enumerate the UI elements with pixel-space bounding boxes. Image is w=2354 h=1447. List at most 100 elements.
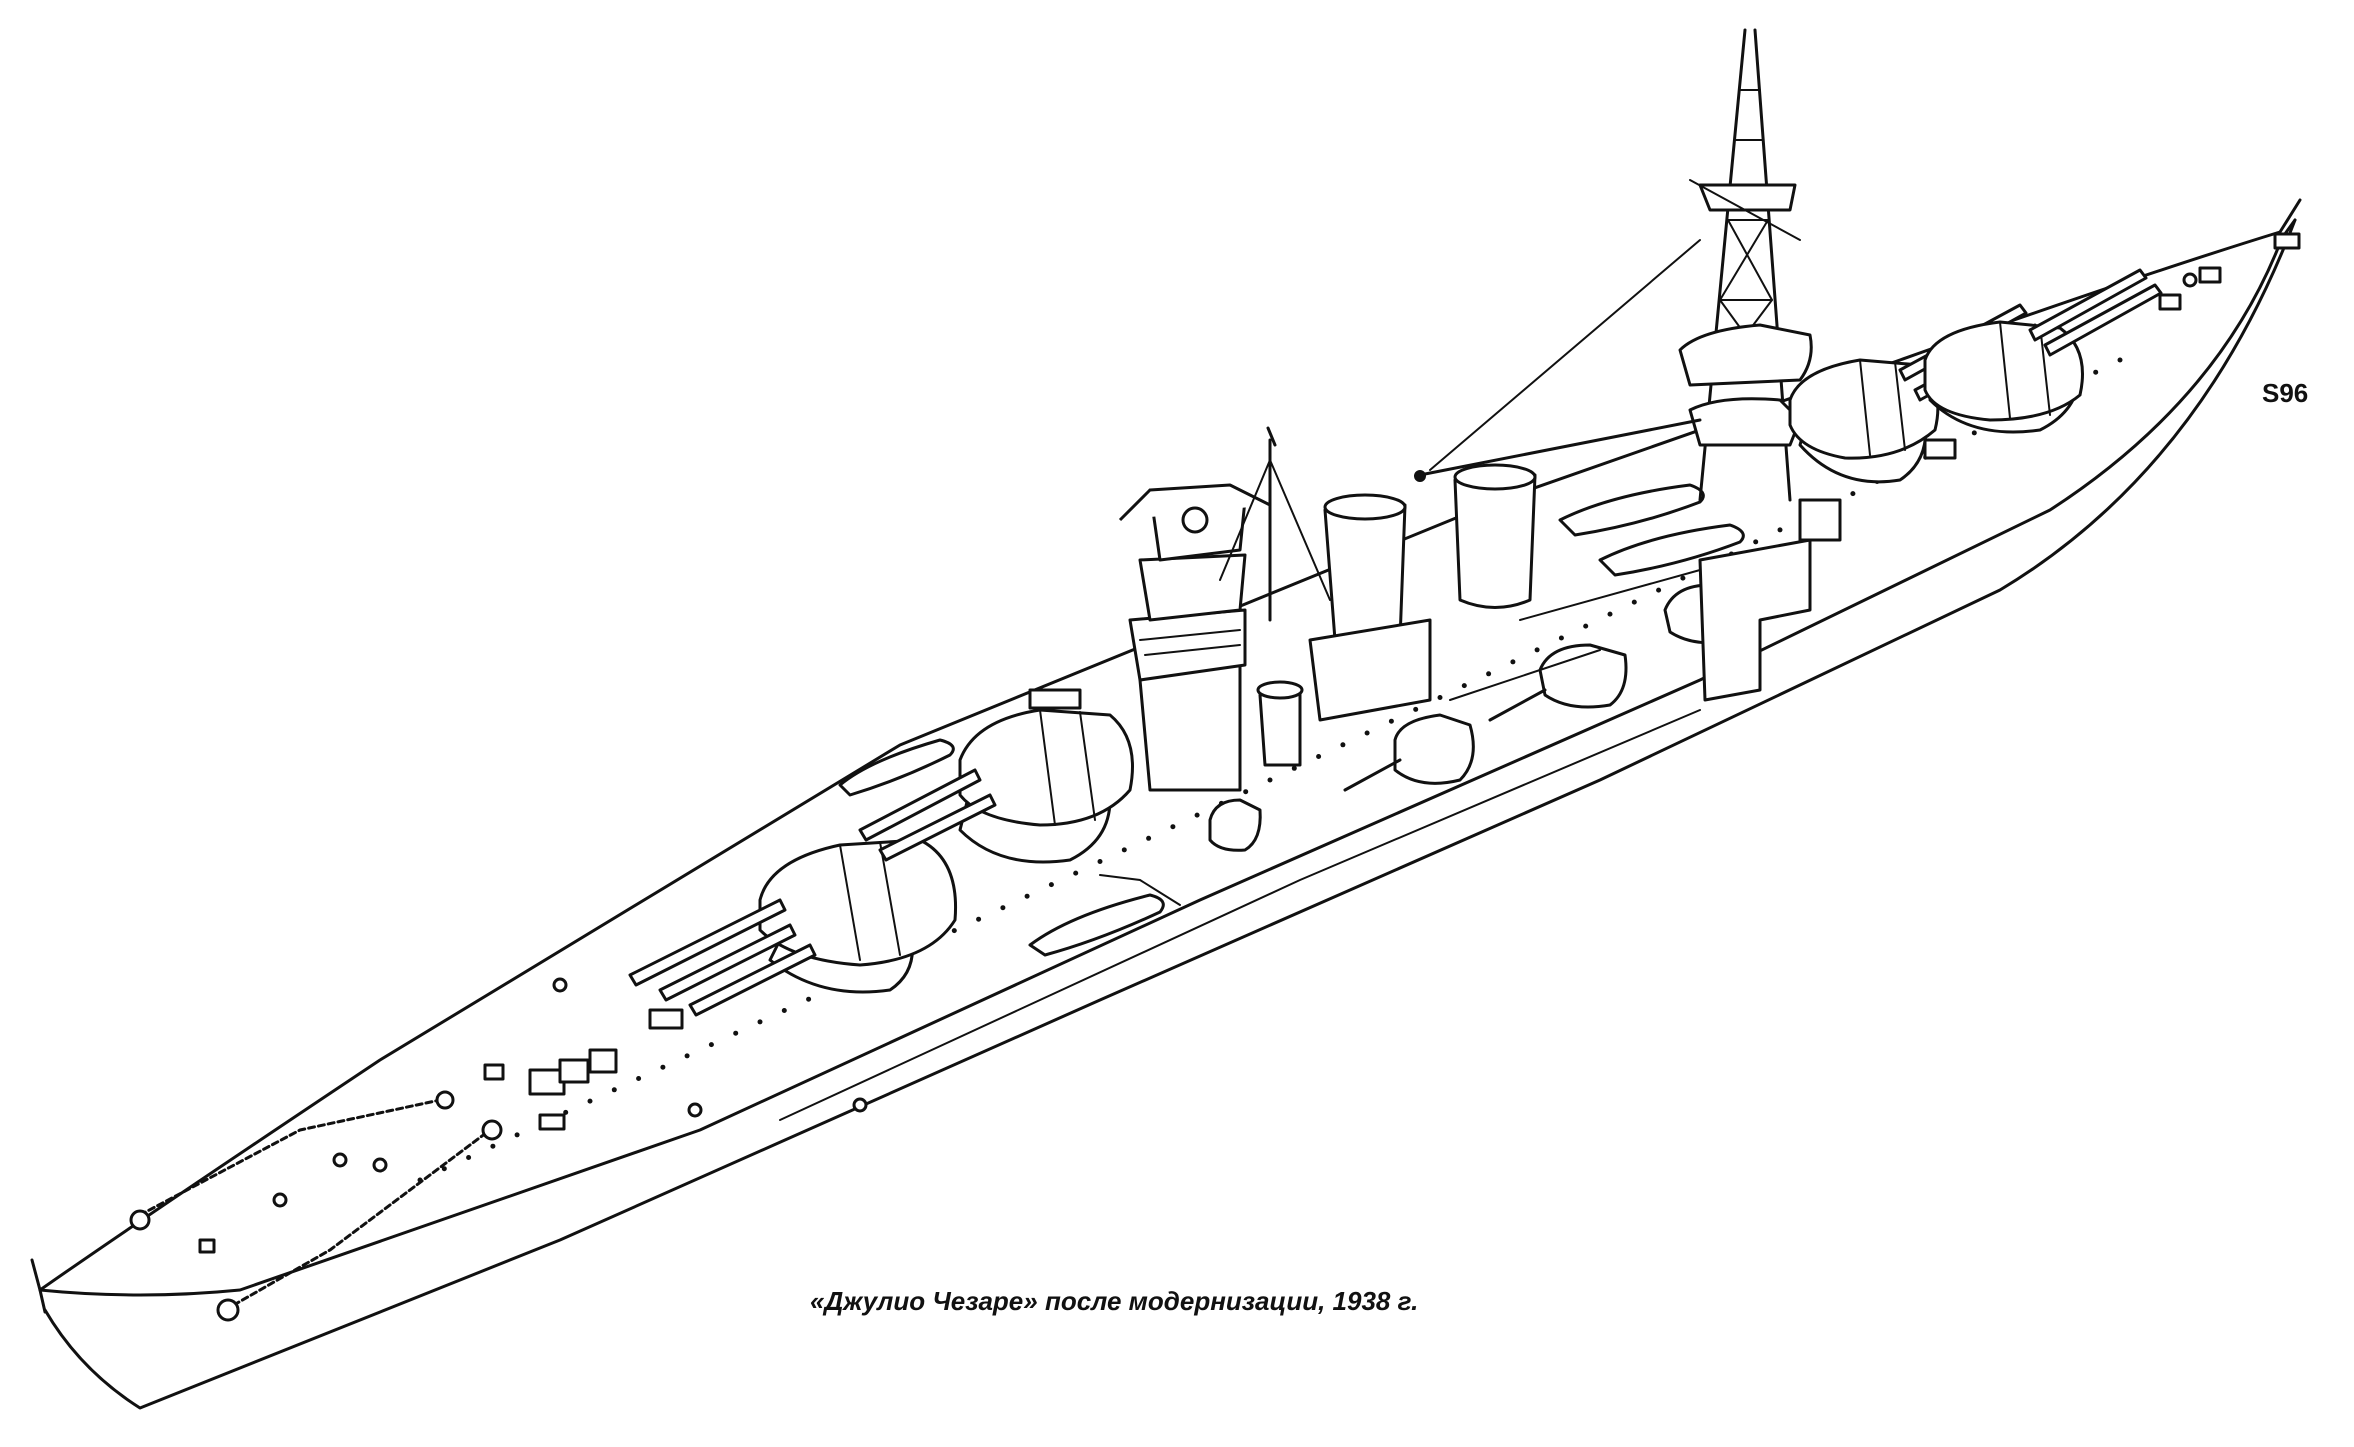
bollard-4 [552, 977, 568, 993]
turret-a-gun-3 [688, 943, 817, 1017]
porthole [2117, 357, 2123, 363]
porthole [1024, 893, 1030, 899]
bridge-windows [1139, 629, 1241, 656]
porthole [1850, 491, 1856, 497]
turret-b-housing [958, 708, 1134, 827]
deck-fittings [198, 232, 2301, 1254]
anchor-chain-port [138, 1098, 442, 1217]
porthole [1753, 539, 1759, 545]
aft-deckhouses [1449, 498, 1842, 702]
porthole [1048, 882, 1054, 888]
turret-b-gun-1 [858, 768, 982, 842]
windlass-starboard [481, 1119, 503, 1141]
turret-a-gun-1 [628, 898, 787, 987]
porthole [1000, 905, 1006, 911]
figure-caption: «Джулио Чезаре» после модернизации, 1938… [810, 1286, 1419, 1316]
bollard-1 [332, 1152, 348, 1168]
mainmast-platform-lower [1678, 323, 1813, 387]
porthole [1583, 623, 1589, 629]
porthole [708, 1042, 714, 1048]
aft-deckhouse [1698, 538, 1812, 702]
porthole [1631, 599, 1637, 605]
mainmast [1414, 28, 1813, 502]
porthole [1170, 824, 1176, 830]
anchor-chains [129, 1090, 503, 1322]
hull-deck-edge-near [38, 236, 2284, 1297]
stern-hatch-1 [2158, 293, 2182, 311]
stern-hatch-2 [2198, 266, 2222, 284]
bow-stem [30, 1258, 47, 1314]
funnel-casing [1308, 618, 1432, 722]
anchor-chain-starboard [223, 1128, 492, 1312]
turret-b-detail [1039, 709, 1096, 826]
deck-hatch-5 [538, 1113, 566, 1131]
mainmast-control-top [1688, 397, 1802, 447]
crane-boom [1418, 418, 1702, 477]
porthole [490, 1143, 496, 1149]
bollard-5 [687, 1102, 703, 1118]
turret-d [1923, 268, 2163, 434]
porthole [781, 1008, 787, 1013]
bollard-7 [2182, 272, 2198, 288]
mainmast-platform-upper [1698, 183, 1797, 212]
porthole [976, 916, 982, 922]
funnels [1256, 463, 1537, 767]
turret-b-rangefinder [1028, 688, 1082, 710]
porthole [684, 1053, 690, 1059]
hawse-pipe-starboard [216, 1298, 240, 1322]
crane-boom-tip [1414, 470, 1426, 482]
porthole [1267, 777, 1273, 783]
porthole [1364, 730, 1370, 736]
porthole [1558, 635, 1564, 641]
turret-d-gun-2 [2043, 283, 2163, 357]
porthole [1194, 812, 1200, 818]
secondary-turret-4 [1208, 798, 1262, 852]
turret-a [628, 838, 958, 1017]
secondary-mount-1 [1258, 688, 1302, 767]
porthole [1243, 789, 1249, 795]
porthole [1607, 611, 1613, 617]
secondary-mount-1-top [1256, 680, 1304, 700]
porthole [1388, 718, 1394, 724]
porthole [1413, 706, 1419, 712]
foremast-rigging [1219, 459, 1331, 601]
hawse-pipe-port [129, 1209, 151, 1231]
deck-hatch-3 [588, 1048, 618, 1074]
secondary-turret-2-gun [1488, 688, 1547, 722]
boat-midships-2 [1598, 523, 1745, 577]
bridge-level-2 [1138, 553, 1247, 622]
turret-c-detail [1859, 359, 1906, 456]
stern-hatch-3 [2273, 232, 2301, 250]
stern-hatch-4 [1923, 438, 1957, 460]
artist-signature: S96 [2262, 378, 2309, 408]
porthole [1534, 647, 1540, 653]
porthole [1461, 683, 1467, 689]
funnel-forward-cap [1323, 493, 1407, 521]
porthole [951, 928, 957, 934]
turret-d-detail [1999, 321, 2051, 419]
deck-hatch-6 [648, 1008, 684, 1030]
porthole [1097, 859, 1103, 864]
funnel-aft-cap [1453, 463, 1537, 491]
secondary-turret-2 [1538, 643, 1628, 709]
porthole [1971, 430, 1977, 436]
porthole [1437, 695, 1443, 700]
porthole [514, 1132, 520, 1138]
porthole [636, 1076, 642, 1081]
bollard-6 [852, 1097, 868, 1113]
porthole [757, 1019, 763, 1025]
porthole [1073, 870, 1079, 876]
porthole [1316, 754, 1322, 759]
aft-director [1798, 498, 1842, 542]
turret-b [858, 688, 1134, 864]
porthole [1121, 847, 1127, 853]
foremast-pole [1266, 426, 1277, 622]
turret-c-housing [1788, 358, 1940, 460]
secondary-turret-1-gun [1343, 758, 1402, 792]
turret-d-gun-1 [2028, 268, 2148, 342]
porthole [806, 996, 812, 1002]
porthole [1510, 659, 1516, 665]
porthole [466, 1155, 472, 1160]
foremast-platform [1118, 483, 1271, 522]
